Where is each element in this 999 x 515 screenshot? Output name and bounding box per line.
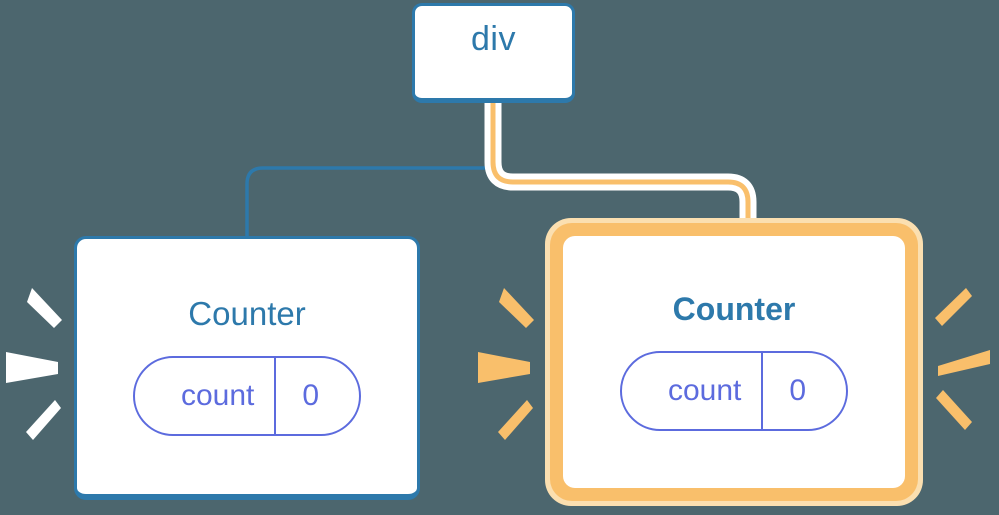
state-value-left: 0	[274, 358, 359, 434]
node-div[interactable]: div	[412, 3, 575, 103]
state-pill-right: count 0	[619, 351, 849, 431]
node-counter-right[interactable]: Counter count 0	[563, 236, 905, 488]
edge-div-to-right	[490, 103, 751, 248]
node-counter-right-highlight: Counter count 0	[545, 218, 923, 506]
node-div-label: div	[471, 20, 516, 58]
node-counter-left[interactable]: Counter count 0	[74, 236, 420, 500]
edge-div-to-left	[245, 101, 495, 240]
state-key-left: count	[180, 379, 255, 412]
node-counter-right-title: Counter	[672, 291, 796, 327]
node-counter-left-title: Counter	[188, 295, 306, 332]
state-key-right: count	[667, 374, 742, 407]
state-value-right: 0	[761, 353, 846, 429]
state-pill-left: count 0	[132, 356, 362, 436]
